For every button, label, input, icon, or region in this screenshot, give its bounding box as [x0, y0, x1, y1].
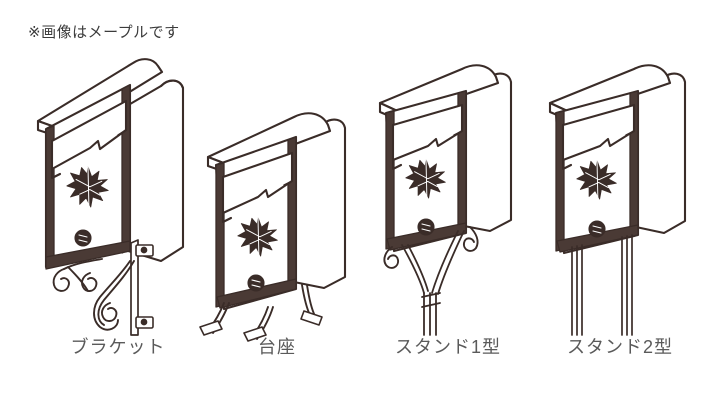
figure-pedestal — [198, 45, 368, 342]
figure-label-group: ブラケット 台座 スタンド1型 スタンド2型 — [0, 334, 720, 368]
lock-knob — [588, 220, 606, 238]
lock-knob — [74, 229, 92, 247]
image-note: ※画像はメープルです — [28, 24, 180, 41]
label-stand2: スタンド2型 — [566, 337, 674, 357]
label-pedestal: 台座 — [258, 337, 296, 357]
lock-knob — [247, 274, 265, 292]
figure-bracket — [30, 45, 220, 336]
label-stand1: スタンド1型 — [394, 337, 502, 357]
lock-knob — [417, 218, 435, 236]
mailbox-figure-group — [0, 45, 720, 342]
figure-stand2 — [540, 45, 700, 336]
label-bracket: ブラケット — [70, 337, 166, 357]
figure-stand1 — [372, 45, 522, 336]
